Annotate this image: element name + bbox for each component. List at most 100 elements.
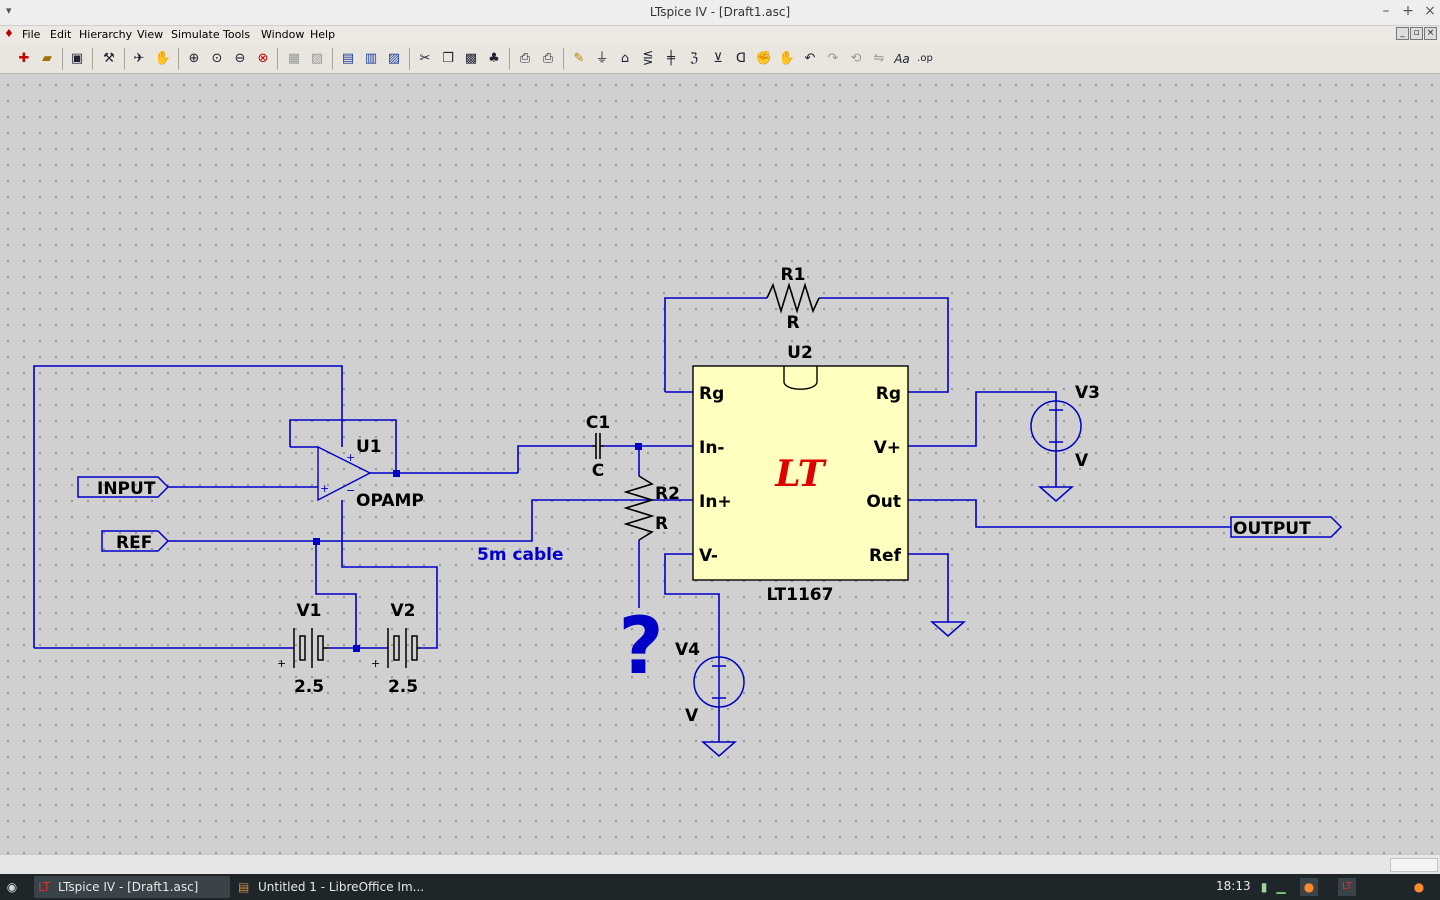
close-window-icon[interactable]: ×	[1424, 3, 1436, 19]
horizontal-scrollbar[interactable]	[0, 854, 1440, 874]
autoscale-icon[interactable]: ▦	[287, 51, 301, 66]
ltspice-launcher-icon[interactable]: LT	[1338, 878, 1356, 896]
menu-simulate[interactable]: Simulate	[171, 28, 220, 41]
v1-name-label[interactable]: V1	[297, 601, 322, 621]
network-icon[interactable]: ▮	[1260, 880, 1268, 894]
mdi-minimize-icon[interactable]: _	[1396, 27, 1409, 40]
maximize-icon[interactable]: +	[1402, 3, 1414, 19]
c1-name-label[interactable]: C1	[586, 413, 610, 433]
spice-directive-icon[interactable]: .op	[917, 53, 933, 64]
c1-capacitor[interactable]	[592, 433, 604, 459]
zoom-pan-icon[interactable]: ⊙	[211, 51, 223, 66]
inductor-icon[interactable]: ℨ	[689, 51, 698, 66]
mirror-icon[interactable]: ⇋	[873, 51, 885, 66]
menu-help[interactable]: Help	[310, 28, 336, 41]
firefox-tray-icon[interactable]: ●	[1413, 880, 1425, 894]
r2-value-label[interactable]: R	[655, 514, 668, 534]
schematic-canvas[interactable]: R1 R LT U2 LT1167 Rg In- In+ V- Rg V+ Ou…	[0, 74, 1440, 854]
u2-name-label[interactable]: U2	[787, 343, 813, 363]
redo-icon[interactable]: ↷	[827, 51, 839, 66]
v3-value-label[interactable]: V	[1075, 451, 1089, 471]
zoom-out-icon[interactable]: ⊖	[234, 51, 246, 66]
zoom-fit-icon[interactable]: ⊗	[257, 51, 269, 66]
menu-hierarchy[interactable]: Hierarchy	[79, 28, 133, 41]
print-setup-icon[interactable]: ⎙	[519, 51, 531, 66]
minimize-icon[interactable]: –	[1382, 3, 1390, 19]
start-menu-icon[interactable]: ◉	[6, 880, 18, 894]
v2-value-label[interactable]: 2.5	[388, 677, 418, 697]
u2-part-label[interactable]: LT1167	[767, 585, 834, 605]
net-label-ref[interactable]: REF	[116, 533, 152, 553]
net-label-input-flag[interactable]	[77, 476, 170, 498]
question-mark-text[interactable]: ?	[618, 602, 663, 692]
copy-icon[interactable]: ❐	[442, 51, 454, 66]
firefox-launcher-icon[interactable]: ●	[1300, 878, 1318, 896]
paste-icon[interactable]: ▩	[464, 51, 478, 66]
r2-name-label[interactable]: R2	[655, 484, 680, 504]
resistor-icon[interactable]: ⋚	[642, 51, 654, 66]
comment-5m-cable[interactable]: 5m cable	[477, 545, 564, 565]
v2-name-label[interactable]: V2	[391, 601, 416, 621]
rotate-icon[interactable]: ⟲	[850, 51, 862, 66]
u2-instrumentation-amp[interactable]: LT	[692, 365, 909, 581]
v2-battery[interactable]: +	[371, 628, 420, 670]
print-icon[interactable]: ⎙	[542, 51, 554, 66]
label-net-icon[interactable]: ⌂	[620, 51, 630, 66]
r1-value-label[interactable]: R	[786, 313, 799, 333]
taskbar-item-ltspice[interactable]: LT LTspice IV - [Draft1.asc]	[34, 876, 230, 898]
u1-name-label[interactable]: U1	[356, 437, 382, 457]
net-label-output[interactable]: OUTPUT	[1233, 519, 1311, 539]
menu-window[interactable]: Window	[261, 28, 305, 41]
v4-voltage-source[interactable]	[693, 656, 745, 708]
r1-resistor[interactable]	[766, 282, 820, 314]
text-icon[interactable]: Aa	[894, 52, 910, 66]
r1-name-label[interactable]: R1	[781, 265, 806, 285]
close-icon[interactable]: ▥	[364, 51, 378, 66]
u1-opamp[interactable]: + − +	[317, 445, 372, 502]
v4-value-label[interactable]: V	[685, 706, 699, 726]
ltspice-app-icon[interactable]: ♦	[4, 27, 14, 40]
move-icon[interactable]: ✊	[755, 51, 773, 66]
window-menu-icon[interactable]: ▾	[6, 4, 12, 17]
menu-file[interactable]: File	[22, 28, 41, 41]
undo-icon[interactable]: ↶	[804, 51, 816, 66]
halt-icon[interactable]: ✋	[154, 51, 172, 66]
menu-tools[interactable]: Tools	[223, 28, 251, 41]
component-icon[interactable]: ᗡ	[736, 51, 746, 66]
cascade-icon[interactable]: ▤	[341, 51, 355, 66]
ground-symbol-ref[interactable]	[930, 621, 966, 637]
zoom-in-icon[interactable]: ⊕	[188, 51, 200, 66]
menu-view[interactable]: View	[137, 28, 164, 41]
ground-symbol-v4[interactable]	[701, 741, 737, 757]
r2-resistor[interactable]	[623, 475, 655, 541]
find-icon[interactable]: ♣	[488, 51, 500, 66]
v3-voltage-source[interactable]	[1030, 400, 1082, 452]
net-label-ref-flag[interactable]	[101, 530, 170, 552]
net-label-output-flag[interactable]	[1230, 516, 1343, 538]
save-icon[interactable]: ▣	[70, 51, 84, 66]
cut-icon[interactable]: ✂	[419, 51, 431, 66]
v4-name-label[interactable]: V4	[675, 640, 700, 660]
taskbar-item-libreoffice[interactable]: ▤ Untitled 1 - LibreOffice Im...	[234, 876, 434, 898]
tile-icon[interactable]: ▧	[310, 51, 324, 66]
diode-icon[interactable]: ⊻	[713, 51, 723, 66]
window-cascade-icon[interactable]: ▨	[387, 51, 401, 66]
u1-part-label[interactable]: OPAMP	[356, 491, 424, 511]
control-panel-icon[interactable]: ⚒	[103, 51, 115, 66]
wire-icon[interactable]: ✎	[573, 51, 585, 66]
menu-edit[interactable]: Edit	[50, 28, 72, 41]
net-label-input[interactable]: INPUT	[97, 479, 156, 499]
c1-value-label[interactable]: C	[592, 461, 604, 481]
drag-icon[interactable]: ✋	[778, 51, 796, 66]
ground-symbol-v3[interactable]	[1038, 486, 1074, 502]
mdi-restore-icon[interactable]: ▫	[1410, 27, 1423, 40]
open-icon[interactable]: ▰	[42, 51, 52, 66]
mdi-close-icon[interactable]: ×	[1424, 27, 1437, 40]
new-schematic-icon[interactable]: ✚	[18, 51, 30, 66]
ground-icon[interactable]: ⏚	[595, 51, 609, 66]
v1-value-label[interactable]: 2.5	[294, 677, 324, 697]
run-icon[interactable]: ✈	[133, 51, 145, 66]
scrollbar-thumb[interactable]	[1390, 858, 1438, 872]
capacitor-icon[interactable]: ╪	[667, 51, 675, 66]
v3-name-label[interactable]: V3	[1075, 383, 1100, 403]
